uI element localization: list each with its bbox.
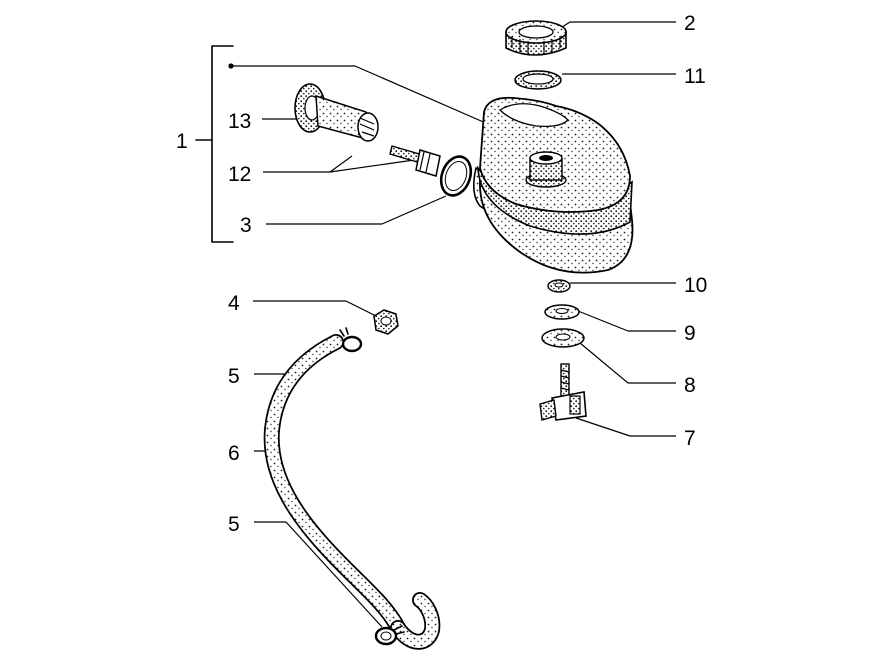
callout-4: 4 [228,292,240,315]
callout-1: 1 [176,130,188,153]
callout-10: 10 [684,274,707,297]
callout-9: 9 [684,322,696,345]
group-bracket [195,45,234,243]
fuel-tap-part [539,363,587,421]
callout-8: 8 [684,374,696,397]
callout-5-upper: 5 [228,365,240,388]
hose-nut-part [373,309,399,335]
o-ring-part [439,155,473,197]
large-washer-part [541,328,585,348]
callout-11: 11 [684,65,706,88]
washer-part [544,304,580,320]
callout-7: 7 [684,427,696,450]
callout-labels: 1 2 3 4 5 6 5 7 8 9 10 11 12 13 [176,12,707,536]
callout-13: 13 [228,110,251,133]
filler-cap-part [505,20,567,56]
callout-5-lower: 5 [228,513,240,536]
cap-gasket-part [514,70,562,90]
hose-clip-bottom-part [374,625,405,646]
fuel-hose-part [263,334,441,650]
callout-6: 6 [228,442,240,465]
grommet-part [294,83,379,142]
oil-tank-body [472,96,634,274]
fitting-part [389,145,441,177]
nut-part [547,279,571,293]
callout-2: 2 [684,12,696,35]
callout-3: 3 [240,214,252,237]
callout-12: 12 [228,163,251,186]
